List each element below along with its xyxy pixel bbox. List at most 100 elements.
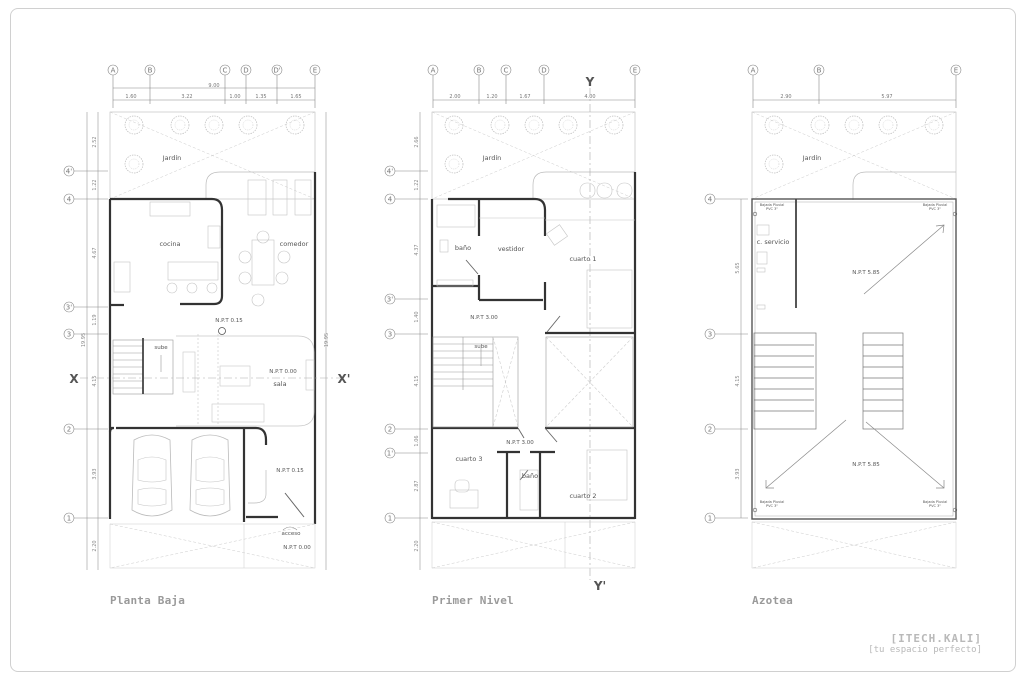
svg-text:3: 3 [67, 331, 71, 339]
svg-text:4: 4 [67, 196, 72, 204]
svg-text:Jardín: Jardín [482, 154, 502, 162]
svg-text:2: 2 [67, 426, 71, 434]
svg-text:1.00: 1.00 [229, 94, 240, 100]
svg-text:PVC 3": PVC 3" [766, 207, 778, 211]
svg-text:1.06: 1.06 [414, 435, 420, 446]
svg-text:4.67: 4.67 [92, 247, 98, 258]
svg-text:1.35: 1.35 [255, 94, 266, 100]
svg-text:E: E [633, 67, 637, 75]
svg-text:5.65: 5.65 [735, 262, 741, 273]
svg-text:4.15: 4.15 [414, 375, 420, 386]
svg-text:D: D [243, 67, 248, 75]
svg-text:acceso: acceso [281, 531, 301, 537]
svg-text:19.95: 19.95 [324, 333, 330, 347]
svg-text:3: 3 [708, 331, 712, 339]
svg-text:2: 2 [388, 426, 392, 434]
svg-text:1': 1' [387, 450, 393, 458]
svg-text:cuarto 1: cuarto 1 [569, 255, 596, 263]
svg-text:N.P.T 3.00: N.P.T 3.00 [506, 440, 534, 446]
svg-text:E: E [954, 67, 958, 75]
svg-text:4.15: 4.15 [735, 375, 741, 386]
azotea-labels: Jardín c. servicio N.P.T 5.85 N.P.T 5.85… [757, 154, 948, 508]
svg-text:4': 4' [387, 168, 393, 176]
svg-text:N.P.T 3.00: N.P.T 3.00 [470, 315, 498, 321]
svg-text:D': D' [273, 67, 280, 75]
svg-text:4.15: 4.15 [92, 375, 98, 386]
svg-text:4: 4 [388, 196, 393, 204]
svg-text:C: C [504, 67, 509, 75]
svg-text:cuarto 3: cuarto 3 [455, 455, 482, 463]
svg-text:1.22: 1.22 [414, 179, 420, 190]
svg-text:1.60: 1.60 [125, 94, 136, 100]
svg-text:A: A [751, 67, 756, 75]
svg-text:1: 1 [708, 515, 712, 523]
svg-text:2.90: 2.90 [780, 94, 791, 100]
svg-text:B: B [148, 67, 153, 75]
svg-text:Bajada Pluvial: Bajada Pluvial [760, 500, 785, 504]
svg-text:PVC 3": PVC 3" [929, 207, 941, 211]
svg-text:4.00: 4.00 [584, 94, 595, 100]
svg-text:Bajada Pluvial: Bajada Pluvial [923, 500, 948, 504]
svg-text:X: X [69, 372, 79, 386]
svg-text:X': X' [338, 372, 351, 386]
svg-text:PVC 3": PVC 3" [766, 504, 778, 508]
svg-text:2.20: 2.20 [92, 540, 98, 551]
svg-text:A: A [431, 67, 436, 75]
drawing-sheet [10, 8, 1016, 672]
svg-text:3: 3 [388, 331, 392, 339]
brand-tagline: [tu espacio perfecto] [868, 645, 982, 655]
svg-text:3.93: 3.93 [92, 468, 98, 479]
svg-text:N.P.T 5.85: N.P.T 5.85 [852, 462, 880, 468]
svg-text:4': 4' [66, 168, 72, 176]
svg-text:N.P.T 5.85: N.P.T 5.85 [852, 270, 880, 276]
svg-text:D: D [541, 67, 546, 75]
title-azotea: Azotea [752, 594, 793, 607]
svg-text:Jardín: Jardín [162, 154, 182, 162]
svg-text:1: 1 [67, 515, 71, 523]
svg-text:Bajada Pluvial: Bajada Pluvial [923, 203, 948, 207]
svg-text:2: 2 [708, 426, 712, 434]
svg-text:2.00: 2.00 [449, 94, 460, 100]
svg-text:4.37: 4.37 [414, 244, 420, 255]
svg-text:5.97: 5.97 [881, 94, 892, 100]
svg-text:3.22: 3.22 [181, 94, 192, 100]
svg-text:A: A [111, 67, 116, 75]
svg-text:vestidor: vestidor [498, 245, 525, 253]
planta-baja-labels: Jardín cocina comedor sala sube acceso N… [154, 154, 311, 551]
svg-text:1.20: 1.20 [486, 94, 497, 100]
svg-text:E: E [313, 67, 317, 75]
svg-text:3': 3' [387, 296, 393, 304]
svg-text:B: B [477, 67, 482, 75]
brand-name: [ITECH.KALI] [890, 632, 982, 645]
svg-text:1.19: 1.19 [92, 314, 98, 325]
svg-text:sala: sala [273, 380, 286, 388]
svg-text:sube: sube [474, 344, 488, 350]
svg-text:Y: Y [585, 75, 595, 89]
svg-text:2.66: 2.66 [414, 136, 420, 147]
svg-text:Y': Y' [593, 579, 606, 593]
svg-text:N.P.T 0.00: N.P.T 0.00 [283, 545, 311, 551]
svg-text:2.52: 2.52 [92, 136, 98, 147]
svg-text:2.87: 2.87 [414, 480, 420, 491]
svg-text:N.P.T 0.15: N.P.T 0.15 [215, 318, 243, 324]
svg-text:N.P.T 0.15: N.P.T 0.15 [276, 468, 304, 474]
svg-text:cuarto 2: cuarto 2 [569, 492, 596, 500]
svg-text:2.20: 2.20 [414, 540, 420, 551]
svg-text:cocina: cocina [159, 240, 180, 248]
svg-text:comedor: comedor [280, 240, 309, 248]
primer-nivel-labels: Jardín baño vestidor cuarto 1 sube cuart… [455, 154, 597, 500]
svg-text:Jardín: Jardín [802, 154, 822, 162]
svg-text:baño: baño [455, 244, 471, 252]
svg-text:c. servicio: c. servicio [757, 238, 790, 246]
svg-text:3.93: 3.93 [735, 468, 741, 479]
svg-text:PVC 3": PVC 3" [929, 504, 941, 508]
svg-text:C: C [223, 67, 228, 75]
svg-text:Bajada Pluvial: Bajada Pluvial [760, 203, 785, 207]
svg-text:3': 3' [66, 304, 72, 312]
svg-text:N.P.T 0.00: N.P.T 0.00 [269, 369, 297, 375]
svg-text:1: 1 [388, 515, 392, 523]
